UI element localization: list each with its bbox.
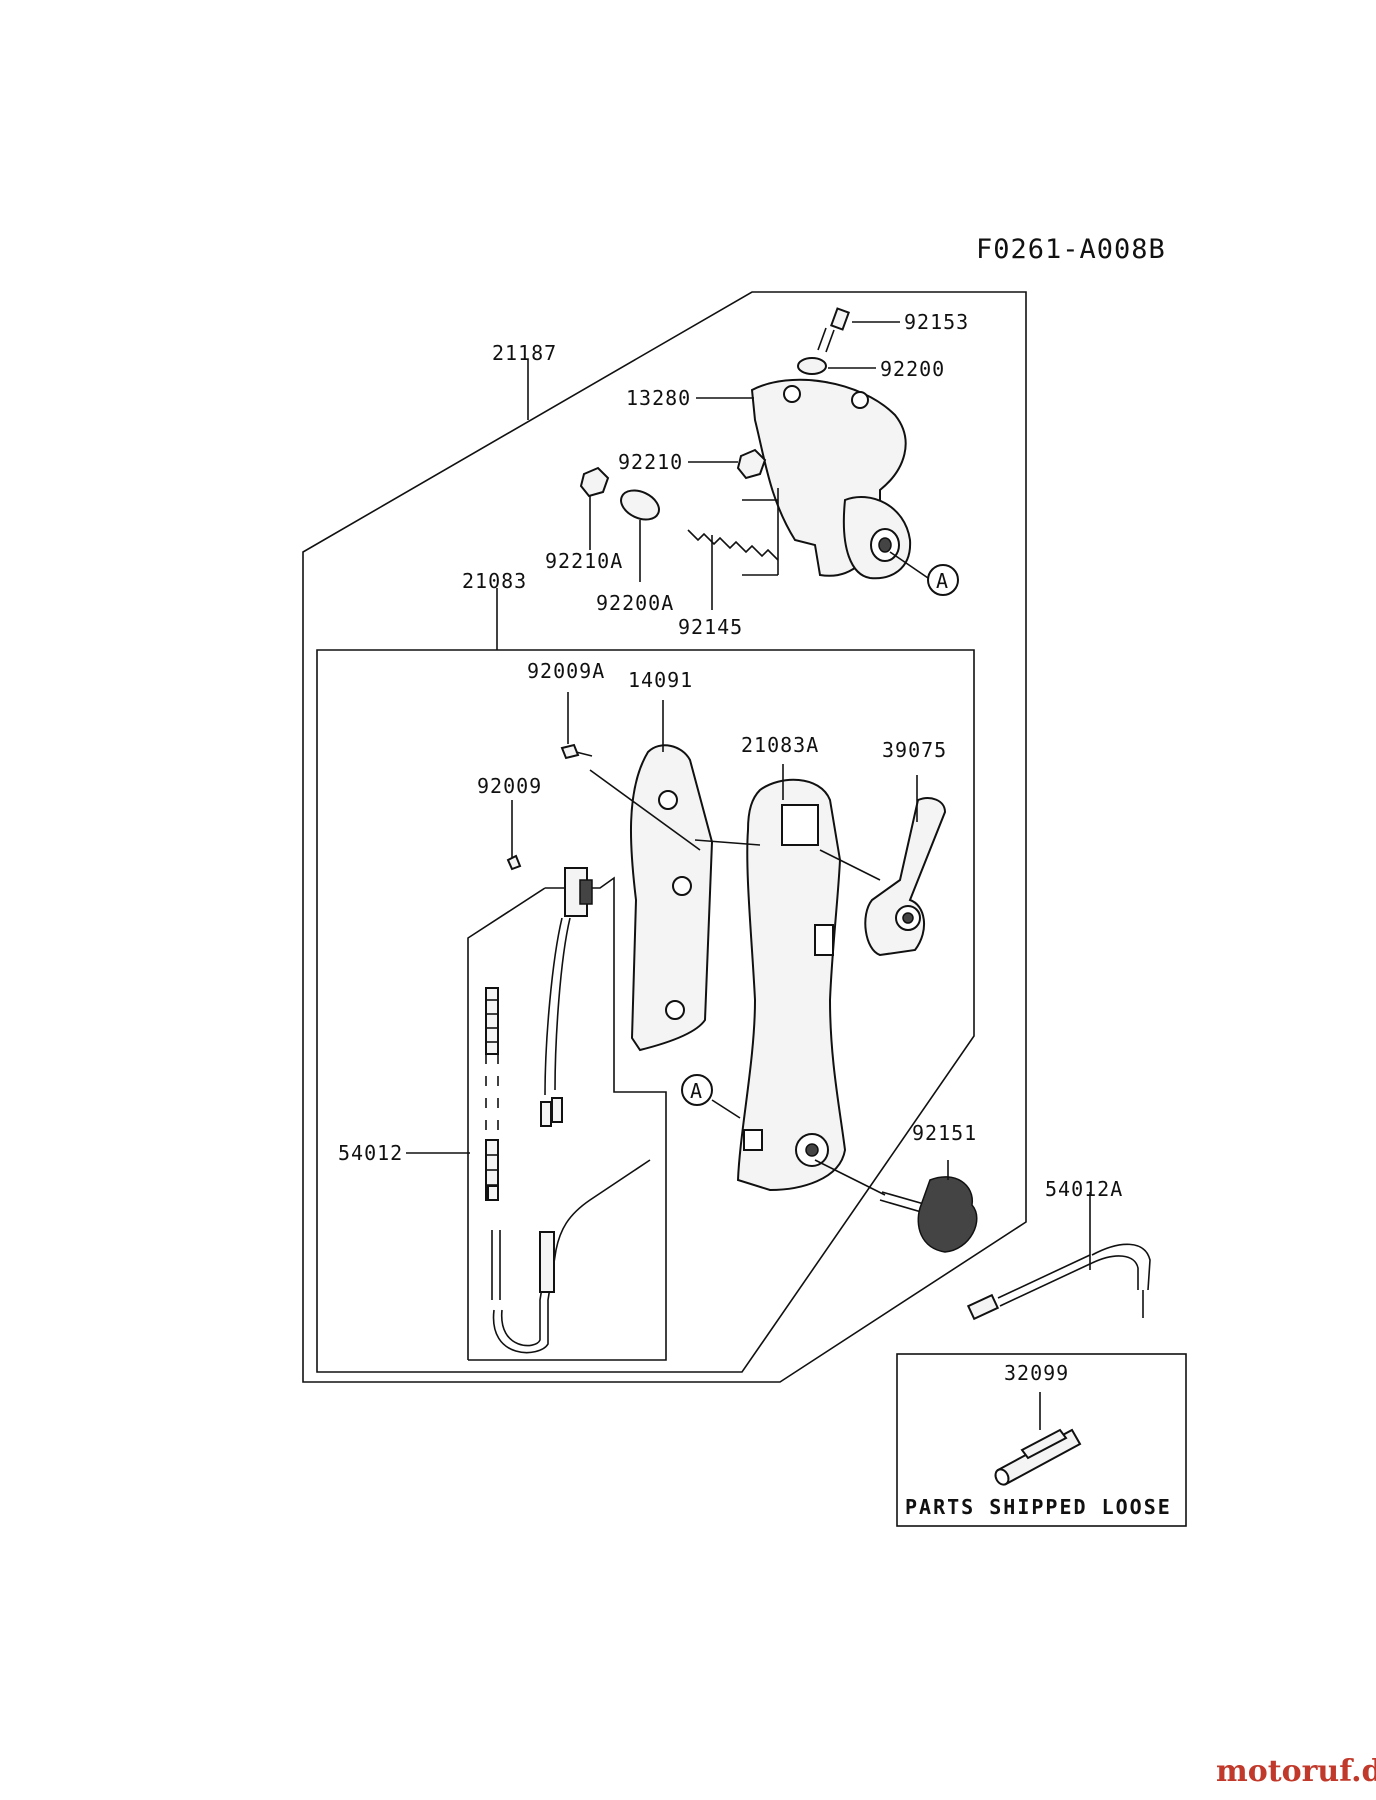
callout-a-lower: A [690,1079,703,1103]
washer-92200A [620,489,660,521]
bracket-13280 [750,378,912,580]
loose-parts-box [896,1353,1187,1527]
label-92009A: 92009A [527,659,605,683]
stop-switch-assembly [506,854,593,1127]
label-14091: 14091 [628,668,693,692]
assembly-boundary-21187 [302,291,1027,1383]
watermark-logo: motoruf.de [1216,1754,1376,1789]
throttle-cable-54012 [485,987,651,1354]
label-92210: 92210 [618,450,683,474]
label-92145: 92145 [678,615,743,639]
leader-lines [406,321,1091,1430]
nut-92210 [736,448,767,480]
callout-a-upper: A [936,569,949,593]
label-39075: 39075 [882,738,947,762]
label-54012: 54012 [338,1141,403,1165]
loose-parts-label: PARTS SHIPPED LOOSE [905,1495,1172,1519]
label-32099: 32099 [1004,1361,1069,1385]
callout-circle-a-lower [681,1074,713,1106]
label-92200: 92200 [880,357,945,381]
diagram-code: F0261-A008B [976,234,1166,265]
label-13280: 13280 [626,386,691,410]
knob-bolt-92151 [879,1176,978,1253]
callout-circle-a-upper [927,564,959,596]
label-54012A: 54012A [1045,1177,1123,1201]
spring-92145 [687,529,779,561]
washer-92200 [797,357,827,375]
label-92200A: 92200A [596,591,674,615]
screw-92009A [560,743,593,760]
label-92009: 92009 [477,774,542,798]
label-21187: 21187 [492,341,557,365]
label-92153: 92153 [904,310,969,334]
pin-32099 [994,1428,1082,1486]
label-92210A: 92210A [545,549,623,573]
label-21083A: 21083A [741,733,819,757]
nut-92210A [579,466,610,498]
label-21083: 21083 [462,569,527,593]
grip-plate-14091 [629,744,714,1052]
cable-54012A [966,1243,1151,1321]
cable-group-boundary [467,876,667,1361]
throttle-lever-39075 [864,797,947,957]
handle-21083A [736,778,847,1192]
label-92151: 92151 [912,1121,977,1145]
assembly-boundary-21083 [316,649,975,1373]
bolt-92153 [817,307,850,353]
